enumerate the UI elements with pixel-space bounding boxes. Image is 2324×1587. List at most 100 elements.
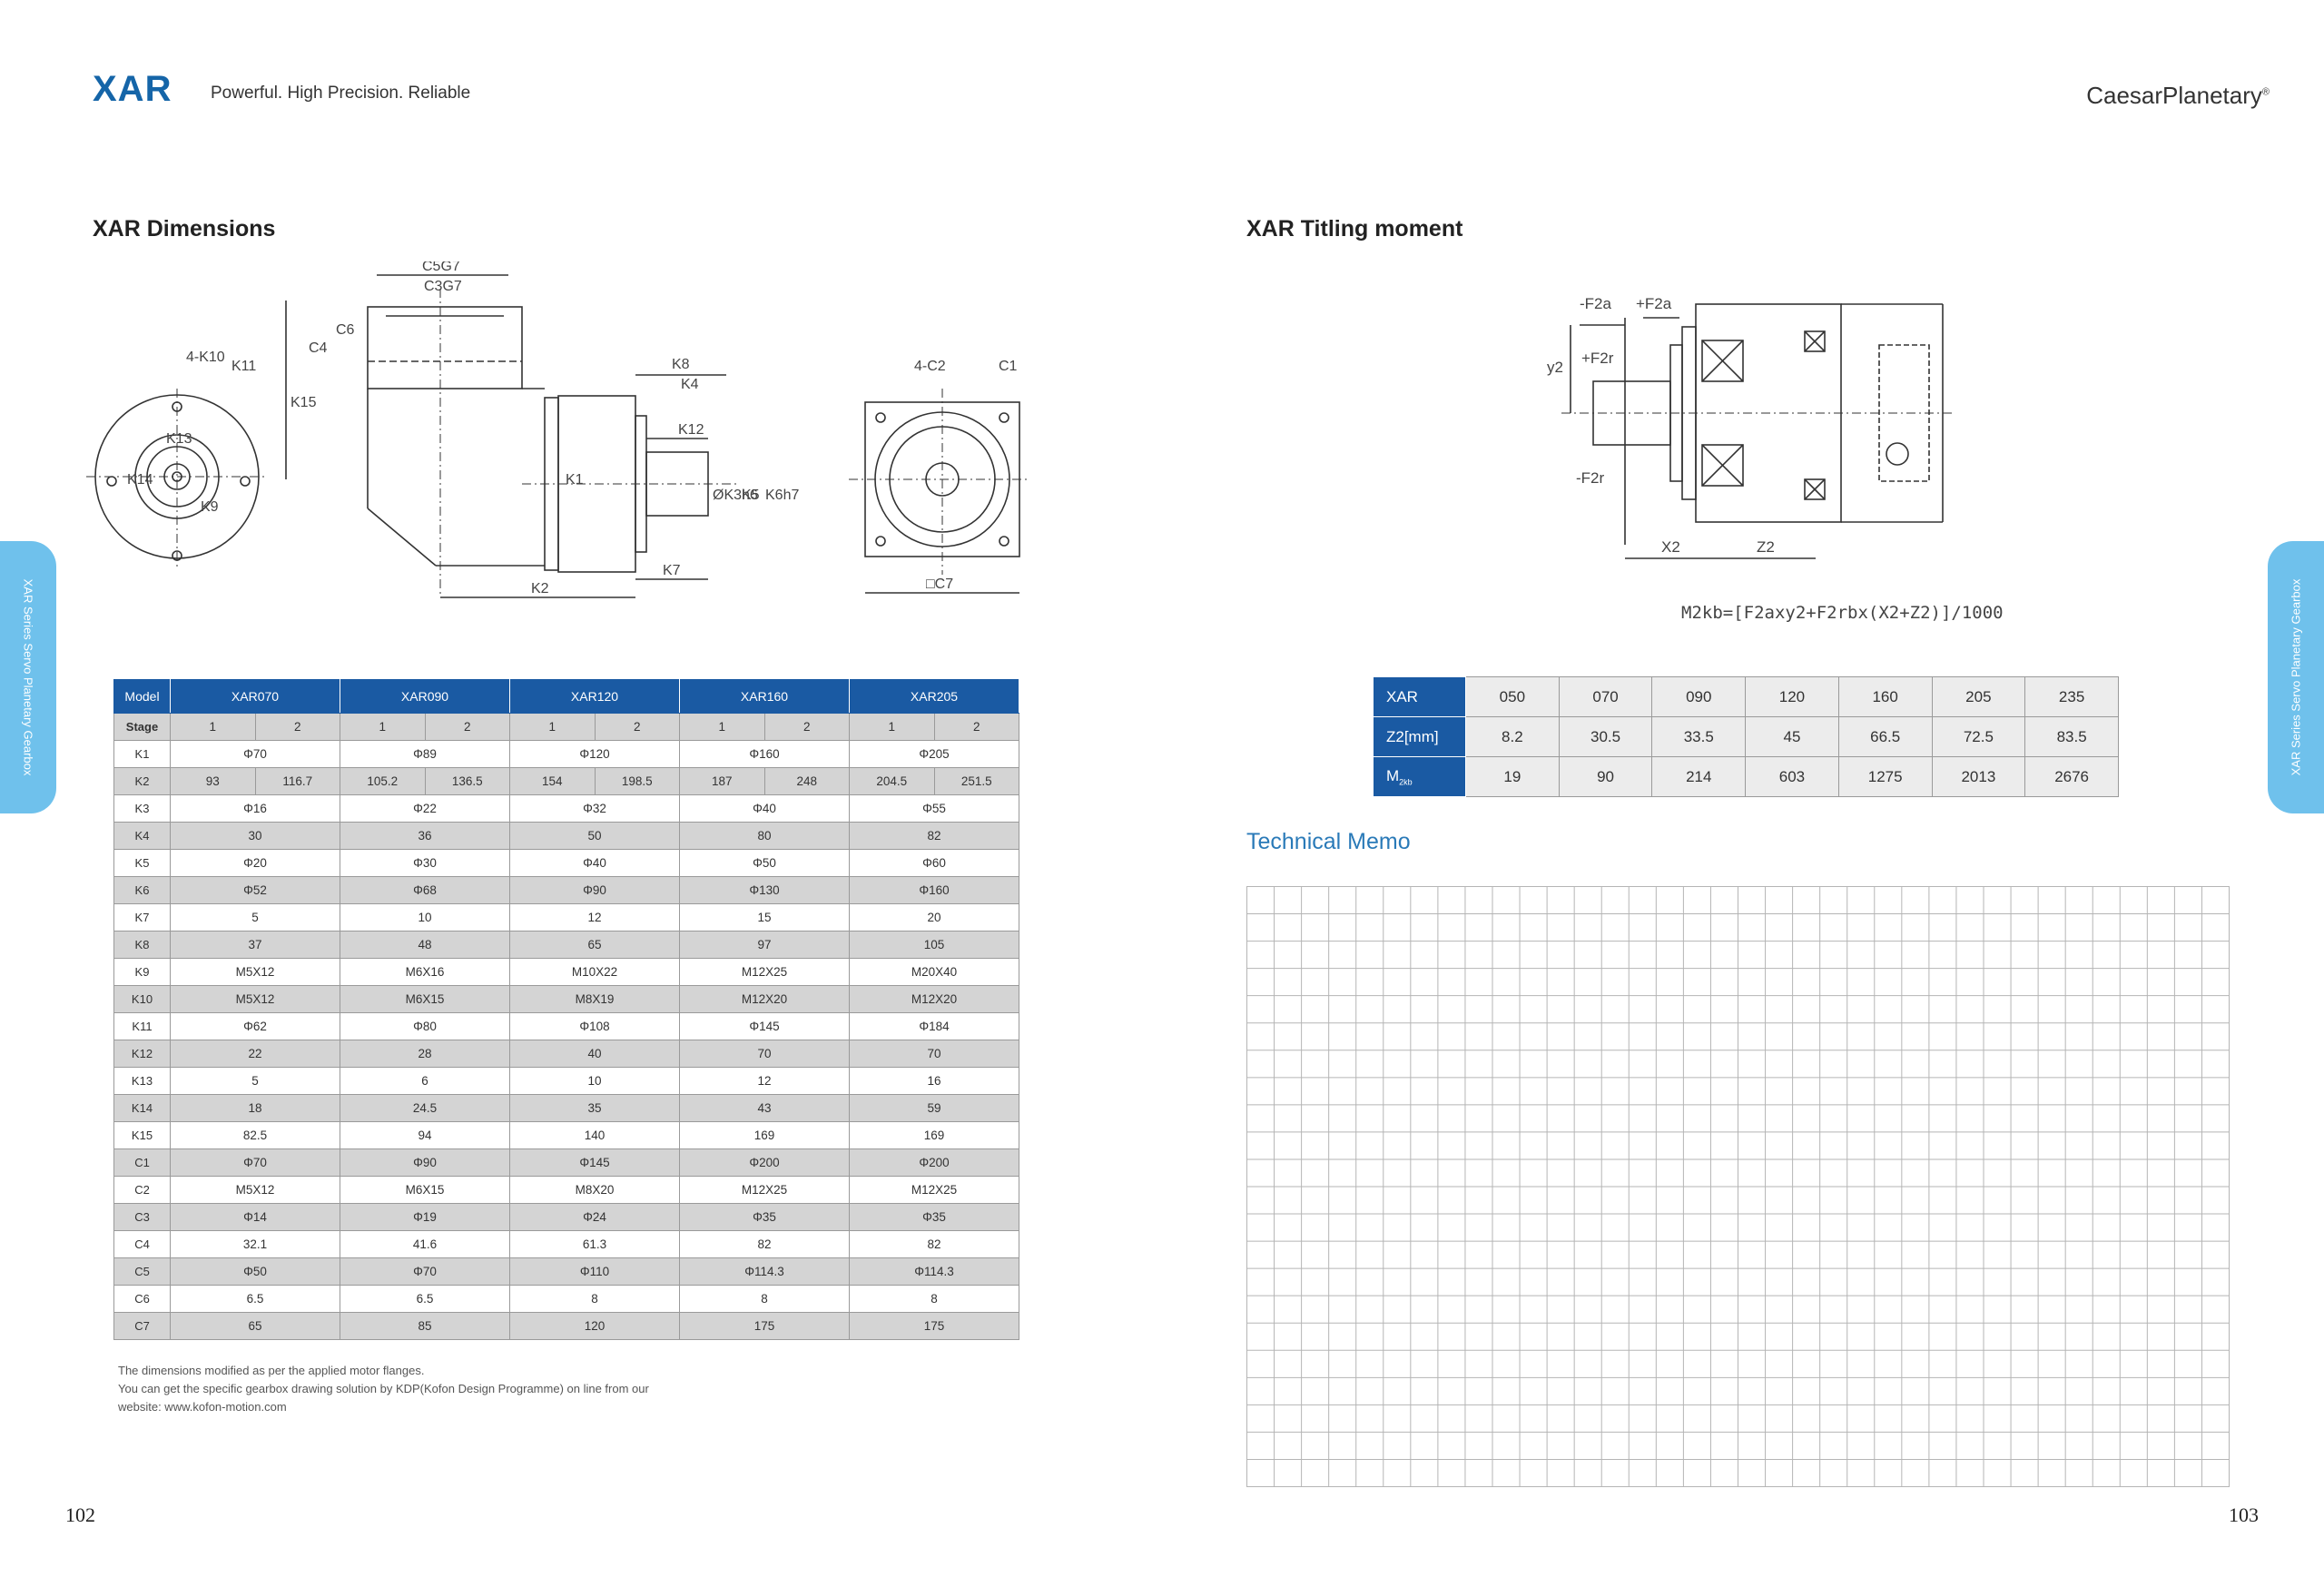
dimension-drawing: 4-K10 K11 K13 K14 K9 C5G7 C3G7 C6 C4 K15… (86, 261, 1030, 598)
stage-cell: 2 (424, 713, 510, 741)
label-k12: K12 (678, 422, 704, 438)
table-cell: 82 (849, 822, 1019, 850)
table-cell: M20X40 (849, 958, 1019, 986)
row-header: K11 (113, 1012, 171, 1040)
table-cell: M12X25 (849, 1176, 1019, 1204)
table-cell: 120 (509, 1312, 680, 1340)
label-c6: C6 (336, 322, 355, 338)
table-cell: Φ114.3 (679, 1257, 850, 1286)
table-cell: 187 (679, 767, 765, 795)
table-cell: 85 (340, 1312, 510, 1340)
table-cell: Φ20 (170, 849, 340, 877)
table-cell: Φ30 (340, 849, 510, 877)
table-cell: 169 (849, 1121, 1019, 1149)
table-cell: Φ62 (170, 1012, 340, 1040)
stage-cell: 2 (763, 713, 850, 741)
tagline: Powerful. High Precision. Reliable (211, 84, 471, 103)
table-cell: Φ14 (170, 1203, 340, 1231)
row-header: K15 (113, 1121, 171, 1149)
table-cell: 8 (849, 1285, 1019, 1313)
side-tab-right: XAR Series Servo Planetary Gearbox (2268, 541, 2324, 813)
table-cell: Φ16 (170, 794, 340, 823)
moment-cell: 2676 (2024, 756, 2119, 797)
table-cell: 251.5 (933, 767, 1019, 795)
row-header: C7 (113, 1312, 171, 1340)
table-cell: 20 (849, 903, 1019, 932)
stage-cell: 1 (170, 713, 256, 741)
table-cell: 37 (170, 931, 340, 959)
row-header: C3 (113, 1203, 171, 1231)
table-cell: Φ68 (340, 876, 510, 904)
table-cell: 175 (849, 1312, 1019, 1340)
table-cell: M6X16 (340, 958, 510, 986)
table-cell: 6 (340, 1067, 510, 1095)
table-cell: Φ52 (170, 876, 340, 904)
table-cell: 12 (679, 1067, 850, 1095)
table-cell: 5 (170, 903, 340, 932)
table-cell: 50 (509, 822, 680, 850)
label-plus-f2a: +F2a (1636, 295, 1672, 312)
table-cell: M8X19 (509, 985, 680, 1013)
table-cell: Φ160 (849, 876, 1019, 904)
row-header: K1 (113, 740, 171, 768)
z2-cell: 8.2 (1465, 716, 1560, 757)
stage-cell: 1 (509, 713, 596, 741)
size-cell: 160 (1837, 676, 1933, 717)
table-cell: Φ22 (340, 794, 510, 823)
size-cell: 070 (1558, 676, 1653, 717)
moment-cell: 603 (1745, 756, 1839, 797)
table-cell: Φ35 (849, 1203, 1019, 1231)
model-header: XAR090 (340, 679, 510, 714)
row-header: K5 (113, 849, 171, 877)
row-header: K2 (113, 767, 171, 795)
row-header: K3 (113, 794, 171, 823)
label-4-k10: 4-K10 (186, 350, 225, 365)
label-k1: K1 (566, 472, 584, 488)
label-c4: C4 (309, 340, 328, 356)
table-cell: M12X25 (679, 1176, 850, 1204)
moment-cell: 214 (1651, 756, 1747, 797)
table-cell: M5X12 (170, 1176, 340, 1204)
table-cell: 10 (340, 903, 510, 932)
table-cell: Φ145 (679, 1012, 850, 1040)
table-cell: Φ50 (679, 849, 850, 877)
dimensions-table: Model XAR070 XAR090 XAR120 XAR160 XAR205… (113, 679, 1019, 1340)
table-cell: Φ120 (509, 740, 680, 768)
end-flange-view (849, 389, 1030, 594)
label-k2: K2 (531, 581, 549, 596)
model-header-row: Model XAR070 XAR090 XAR120 XAR160 XAR205 (113, 679, 1019, 714)
tilting-formula: M2kb=[F2axy2+F2rbx(X2+Z2)]/1000 (1681, 603, 2004, 623)
table-cell: 105 (849, 931, 1019, 959)
model-header: XAR120 (509, 679, 680, 714)
row-header: C2 (113, 1176, 171, 1204)
label-minus-f2r: -F2r (1576, 469, 1605, 487)
table-cell: M5X12 (170, 958, 340, 986)
table-cell: Φ184 (849, 1012, 1019, 1040)
table-cell: M12X20 (679, 985, 850, 1013)
table-cell: Φ108 (509, 1012, 680, 1040)
row-header: K10 (113, 985, 171, 1013)
table-cell: Φ145 (509, 1148, 680, 1177)
stage-cell: 2 (254, 713, 340, 741)
table-cell: 116.7 (254, 767, 340, 795)
table-cell: 82 (849, 1230, 1019, 1258)
size-cell: 090 (1651, 676, 1747, 717)
table-cell: Φ130 (679, 876, 850, 904)
table-cell: 5 (170, 1067, 340, 1095)
table-cell: Φ205 (849, 740, 1019, 768)
side-tab-left: XAR Series Servo Planetary Gearbox (0, 541, 56, 813)
label-k13: K13 (166, 431, 192, 447)
tilting-table: XAR 050 070 090 120 160 205 235 Z2[mm] 8… (1373, 676, 2119, 797)
size-cell: 120 (1745, 676, 1839, 717)
row-header: K9 (113, 958, 171, 986)
label-k4: K4 (681, 377, 699, 392)
table-cell: 198.5 (594, 767, 680, 795)
row-header: C1 (113, 1148, 171, 1177)
